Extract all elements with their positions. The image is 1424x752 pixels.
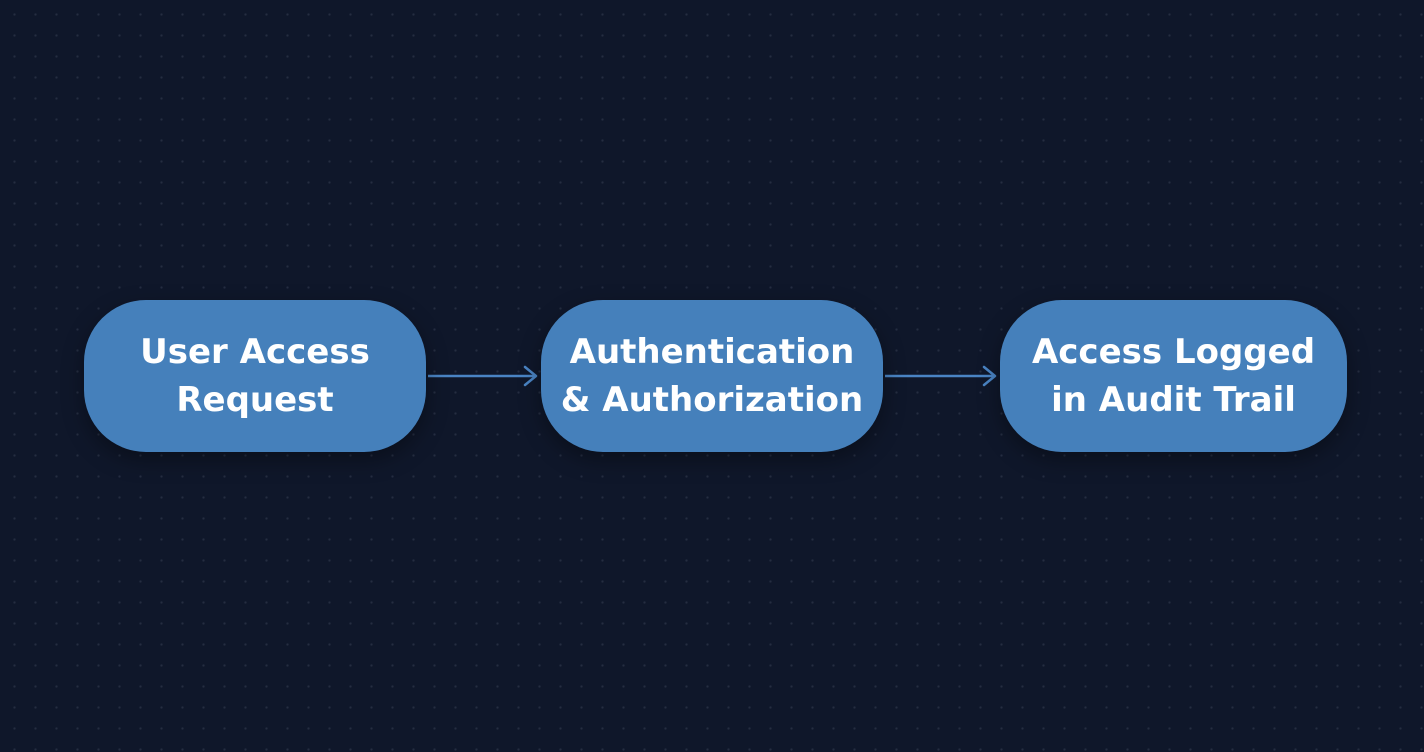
node-access-logged-audit-trail: Access Logged in Audit Trail	[1000, 300, 1347, 452]
node-label-line: in Audit Trail	[1051, 380, 1296, 420]
node-label-line: Access Logged	[1031, 332, 1316, 372]
node-authentication-authorization: Authentication & Authorization	[541, 300, 883, 452]
arrow-auth-to-audit	[885, 365, 997, 387]
arrow-request-to-auth	[428, 365, 538, 387]
node-label-line: Request	[176, 380, 334, 420]
node-user-access-request: User Access Request	[84, 300, 426, 452]
node-label-line: Authentication	[569, 332, 855, 372]
node-label-line: User Access	[140, 332, 370, 372]
node-label-line: & Authorization	[560, 380, 864, 420]
